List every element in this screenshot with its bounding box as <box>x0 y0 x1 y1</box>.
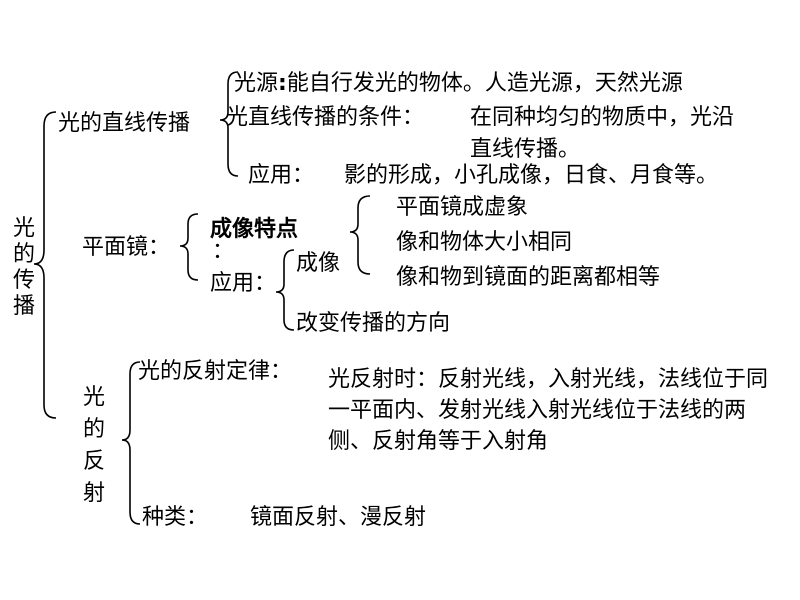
imaging-features-label: 成像特点 <box>210 217 299 242</box>
light-source-text: 能自行发光的物体。人造光源，天然光源 <box>286 71 683 96</box>
application-brace <box>275 249 295 331</box>
imaging-item-2: 像和物体大小相同 <box>396 230 573 255</box>
condition-text-line1: 在同种均匀的物质中，光沿 <box>470 105 735 130</box>
imaging-brace <box>349 195 371 275</box>
mirror-application-item-1: 成像 <box>296 251 341 276</box>
imaging-item-1: 平面镜成虚象 <box>396 195 529 220</box>
reflection-types-label: 种类： <box>142 505 209 530</box>
root-label: 光的传播 <box>12 216 35 319</box>
imaging-item-3: 像和物到镜面的距离都相等 <box>396 265 661 290</box>
mirror-application-label: 应用： <box>210 271 277 296</box>
straight-application-label: 应用： <box>248 163 315 188</box>
reflection-law-label: 光的反射定律： <box>138 359 293 384</box>
straight-application-text: 影的形成，小孔成像，日食、月食等。 <box>344 163 719 188</box>
straight-brace <box>219 71 239 177</box>
condition-label: 光直线传播的条件： <box>226 105 425 130</box>
reflection-brace <box>121 361 141 525</box>
straight-branch-label: 光的直线传播 <box>58 111 191 136</box>
light-source-colon: : <box>278 71 287 96</box>
mirror-branch-label: 平面镜： <box>82 235 171 260</box>
mirror-brace <box>179 213 199 281</box>
mirror-application-item-2: 改变传播的方向 <box>296 311 451 336</box>
root-brace <box>33 111 57 419</box>
light-source-label: 光源 <box>234 71 279 96</box>
light-source-row: 光源:能自行发光的物体。人造光源，天然光源 <box>234 70 683 98</box>
reflection-law-text: 光反射时：反射光线，入射光线，法线位于同一平面内、发射光线入射光线位于法线的两侧… <box>328 367 769 454</box>
condition-text-line2: 直线传播。 <box>470 137 581 162</box>
reflection-types-text: 镜面反射、漫反射 <box>250 505 427 530</box>
reflection-branch-label: 光的反射 <box>82 385 105 506</box>
imaging-features-colon: ： <box>212 239 235 264</box>
